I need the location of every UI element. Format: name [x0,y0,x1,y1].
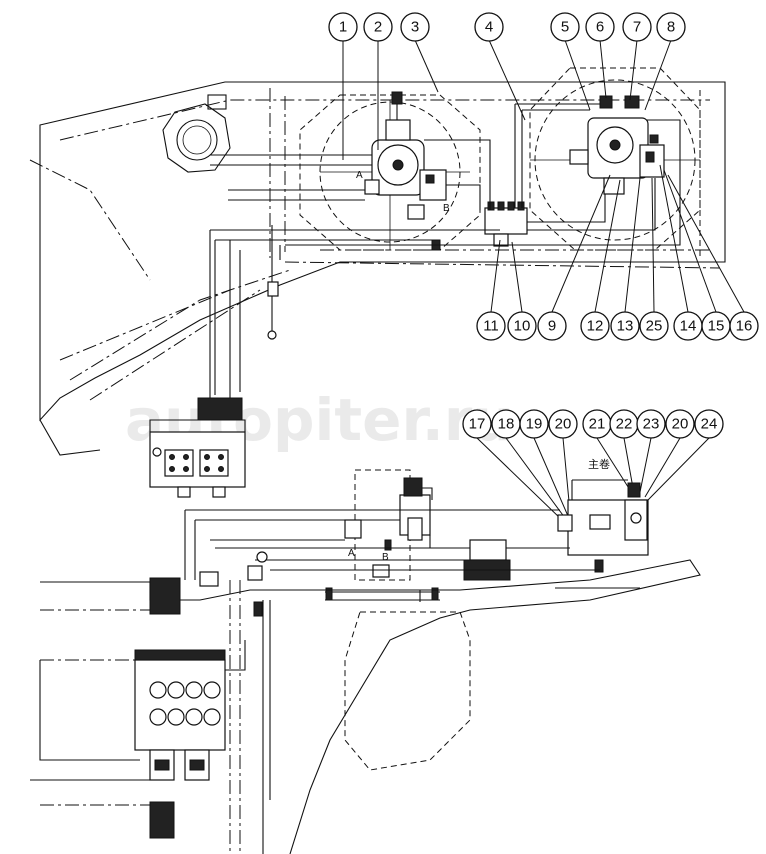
svg-text:9: 9 [548,318,556,335]
callout-25: 25 [639,311,669,341]
svg-text:25: 25 [646,318,663,335]
svg-text:19: 19 [526,416,543,433]
callout-18: 18 [491,409,521,439]
callouts-bottom: 17 18 19 20 21 22 23 20 24 [462,409,724,521]
control-valve-left [149,397,246,498]
callout-1: 1 [328,12,358,42]
lower-winch-assembly: A B 主卷 [184,457,649,602]
right-winch-motor [569,95,665,195]
callouts-mid: 11 10 9 12 13 25 14 15 16 [476,164,759,341]
svg-text:7: 7 [633,19,641,36]
svg-text:12: 12 [587,318,604,335]
callout-15: 15 [701,311,731,341]
port-a-label: A [356,170,363,181]
callout-20a: 20 [548,409,578,439]
callout-12: 12 [580,311,610,341]
callout-16: 16 [729,311,759,341]
svg-text:1: 1 [339,19,347,36]
svg-text:5: 5 [561,19,569,36]
callout-6: 6 [585,12,615,42]
callout-8: 8 [656,12,686,42]
svg-text:23: 23 [643,416,660,433]
svg-text:17: 17 [469,416,486,433]
svg-text:20: 20 [555,416,572,433]
callout-22: 22 [609,409,639,439]
callout-4: 4 [474,12,504,42]
callout-9: 9 [537,311,567,341]
svg-text:2: 2 [374,19,382,36]
port-a-lower-label: A [348,548,355,559]
svg-text:11: 11 [483,318,499,335]
lower-frame-outline [30,559,701,854]
callout-5: 5 [550,12,580,42]
callout-24: 24 [694,409,724,439]
callout-17: 17 [462,409,492,439]
callout-10: 10 [507,311,537,341]
callout-20b: 20 [665,409,695,439]
svg-text:21: 21 [589,416,606,433]
callout-7: 7 [622,12,652,42]
callout-14: 14 [673,311,703,341]
svg-text:16: 16 [736,318,753,335]
svg-text:6: 6 [596,19,604,36]
svg-text:14: 14 [680,318,697,335]
svg-text:8: 8 [667,19,675,36]
upper-frame-outline [29,81,726,456]
svg-text:15: 15 [708,318,725,335]
hose-routing-top [209,103,681,400]
port-b-label: B [443,203,450,214]
callouts-top: 1 2 3 4 5 6 7 8 [328,12,686,160]
svg-text:13: 13 [617,318,634,335]
svg-text:18: 18 [498,416,515,433]
callout-21: 21 [582,409,612,439]
main-hoist-label: 主卷 [588,457,610,471]
port-b-lower-label: B [382,552,389,563]
svg-text:3: 3 [411,19,419,36]
callout-2: 2 [363,12,393,42]
callout-23: 23 [636,409,666,439]
svg-text:10: 10 [514,318,531,335]
svg-text:24: 24 [701,416,718,433]
callout-11: 11 [476,311,506,341]
left-winch-motor: A B [356,91,450,220]
control-valve-lower [134,640,246,781]
callout-13: 13 [610,311,640,341]
svg-text:4: 4 [485,19,493,36]
callout-19: 19 [519,409,549,439]
svg-text:22: 22 [616,416,633,433]
svg-text:20: 20 [672,416,689,433]
callout-3: 3 [400,12,430,42]
